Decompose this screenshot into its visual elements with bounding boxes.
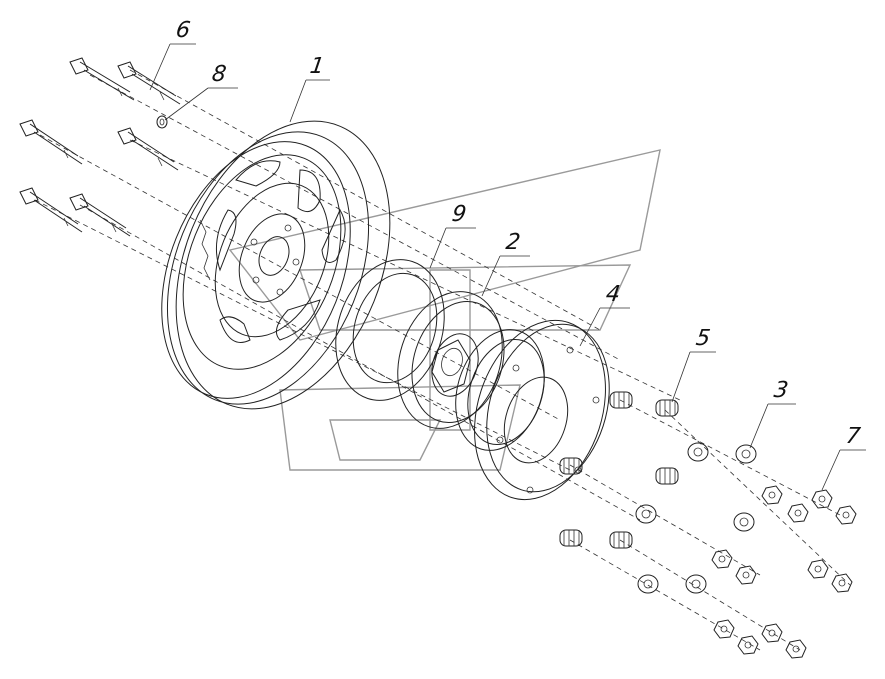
nut-12 xyxy=(785,639,807,659)
nut-4 xyxy=(835,505,857,525)
bushings xyxy=(635,442,757,594)
nut-1 xyxy=(761,485,783,505)
spring-4 xyxy=(655,467,679,485)
bolt-2 xyxy=(117,61,181,105)
bushing-3 xyxy=(635,504,657,524)
bushing-5 xyxy=(637,574,659,594)
long-bolts xyxy=(19,57,181,237)
nut-5 xyxy=(711,549,733,569)
spring-1 xyxy=(609,391,633,409)
bushing-4 xyxy=(733,512,755,532)
nuts xyxy=(711,485,857,659)
bolt-3 xyxy=(19,119,83,165)
bolt-6 xyxy=(69,193,131,237)
pulley xyxy=(161,120,391,410)
nut-7 xyxy=(807,559,829,579)
flange-plate xyxy=(474,319,610,501)
bushing-2 xyxy=(735,444,757,464)
springs xyxy=(559,391,679,549)
nut-6 xyxy=(735,565,757,585)
nut-11 xyxy=(761,623,783,643)
watermark-logo xyxy=(228,149,661,471)
nut-9 xyxy=(713,619,735,639)
leader-lines xyxy=(149,43,866,491)
nut-10 xyxy=(737,635,759,655)
hub-disc xyxy=(397,291,505,429)
spring-5 xyxy=(559,529,583,547)
nut-8 xyxy=(831,573,853,593)
spring-2 xyxy=(655,399,679,417)
bolt-5 xyxy=(19,187,83,233)
bolt-1 xyxy=(69,57,135,101)
assembly-axis-lines xyxy=(34,69,851,651)
spring-3 xyxy=(559,457,583,475)
small-nut xyxy=(156,115,168,129)
nut-3 xyxy=(811,489,833,509)
bolt-4 xyxy=(117,127,179,171)
nut-2 xyxy=(787,503,809,523)
spring-6 xyxy=(609,531,633,549)
inner-ring xyxy=(455,329,545,451)
bushing-1 xyxy=(687,442,709,462)
bushing-6 xyxy=(685,574,707,594)
